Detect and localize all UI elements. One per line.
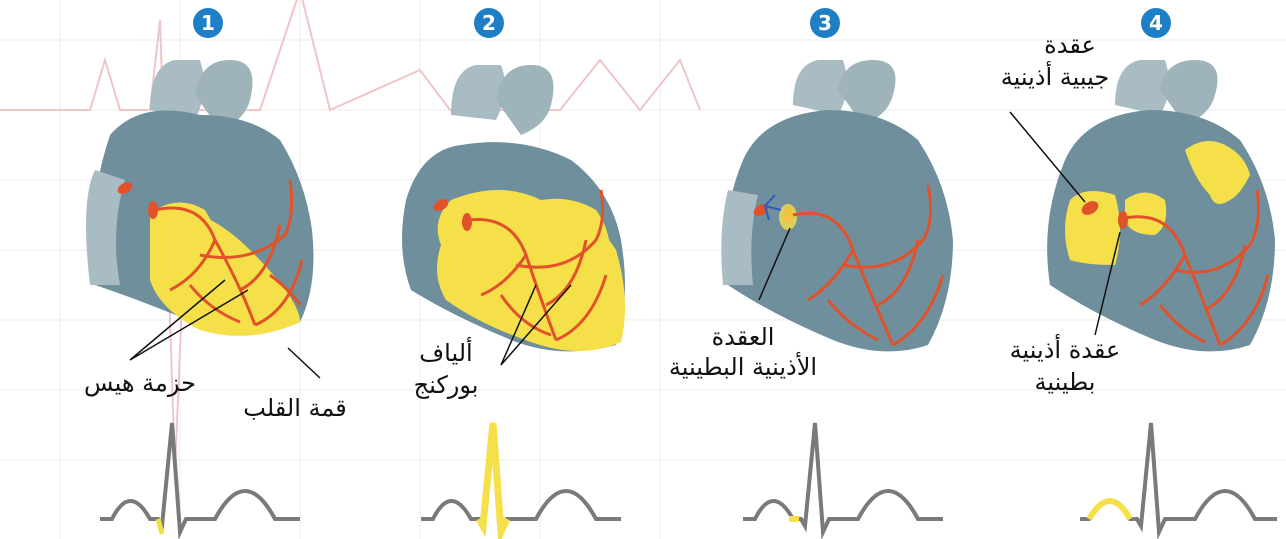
- panel-2: 2 ألياف بوركنج: [321, 0, 642, 539]
- ecg-trace: [965, 408, 1286, 539]
- label-bundle-of-his: حزمة هيس: [70, 368, 210, 398]
- heart-illustration: [0, 60, 321, 380]
- label-sa-node-line1: عقدة: [1005, 30, 1135, 60]
- panel-4: 4 عقدة جيبية أذينية عقدة أذينية بطينية: [965, 0, 1286, 539]
- ecg-highlight-segment: [479, 423, 507, 532]
- label-sa-node-line2: جيبية أذينية: [970, 62, 1140, 92]
- heart-illustration: [321, 60, 642, 380]
- label-purkinje-fibers-line1: ألياف: [381, 338, 511, 368]
- panel-1: 1 حزمة هيس قمة القلب: [0, 0, 321, 539]
- panel-3: 3 العقدة الأذينية البطينية: [643, 0, 964, 539]
- ecg-trace: [643, 408, 964, 539]
- step-badge-4: 4: [1141, 8, 1171, 38]
- label-av-node-line2: بطينية: [995, 367, 1135, 397]
- label-av-node-line1: العقدة: [663, 322, 823, 352]
- step-badge-3: 3: [810, 8, 840, 38]
- ecg-trace: [0, 408, 321, 539]
- step-badge-2: 2: [474, 8, 504, 38]
- label-purkinje-fibers-line2: بوركنج: [381, 370, 511, 400]
- label-av-node-line1: عقدة أذينية: [985, 335, 1145, 365]
- step-badge-1: 1: [193, 8, 223, 38]
- ecg-highlight-segment: [1089, 501, 1130, 519]
- label-av-node-line2: الأذينية البطينية: [643, 352, 843, 382]
- ecg-trace: [321, 408, 642, 539]
- heart-illustration: [965, 60, 1286, 380]
